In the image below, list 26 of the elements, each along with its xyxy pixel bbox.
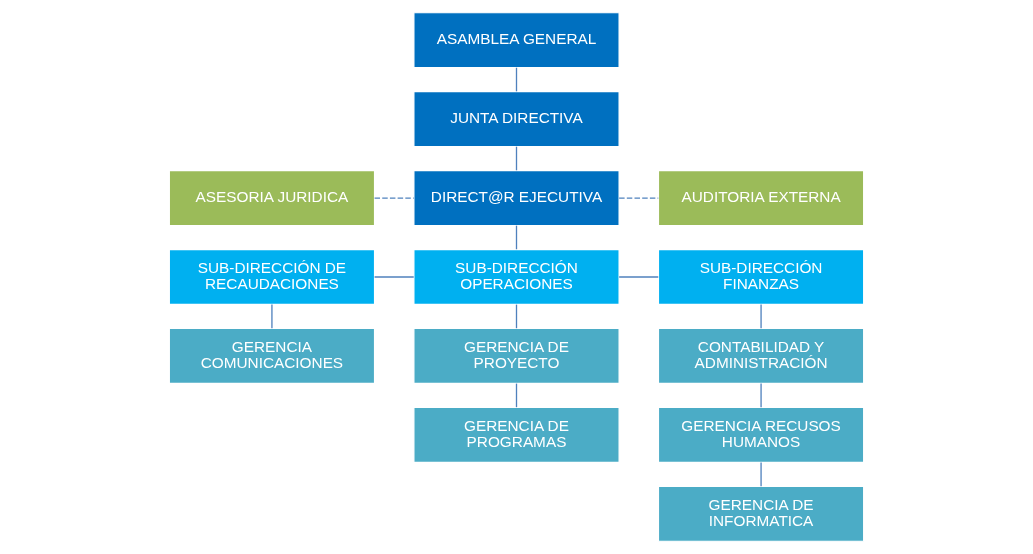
connector (760, 303, 762, 329)
node-box: GERENCIA DE PROGRAMAS (413, 406, 620, 463)
node-box: SUB-DIRECCIÓN FINANZAS (658, 249, 865, 305)
connector (373, 197, 415, 199)
node-box: SUB-DIRECCIÓN OPERACIONES (413, 249, 620, 305)
node-box: GERENCIA DE INFORMATICA (658, 485, 865, 542)
node-box: ASESORIA JURIDICA (168, 170, 376, 226)
node-box: CONTABILIDAD Y ADMINISTRACIÓN (658, 328, 865, 384)
connector (271, 303, 273, 329)
node-box: GERENCIA DE PROYECTO (413, 328, 620, 384)
node-box: SUB-DIRECCIÓN DE RECAUDACIONES (168, 249, 376, 305)
connector (760, 382, 762, 408)
connector (515, 225, 518, 250)
node-box: DIRECT@R EJECUTIVA (413, 170, 620, 226)
connector (515, 382, 518, 408)
node-box: AUDITORIA EXTERNA (658, 170, 865, 226)
node-box: ASAMBLEA GENERAL (413, 12, 620, 69)
connector (515, 67, 518, 92)
node-box: GERENCIA RECUSOS HUMANOS (658, 406, 865, 463)
connector (515, 303, 518, 329)
node-box: JUNTA DIRECTIVA (413, 91, 620, 148)
connector (618, 276, 659, 278)
node-box: GERENCIA COMUNICACIONES (168, 328, 376, 384)
connector (515, 146, 518, 171)
connector (760, 461, 762, 487)
connector (373, 276, 415, 278)
